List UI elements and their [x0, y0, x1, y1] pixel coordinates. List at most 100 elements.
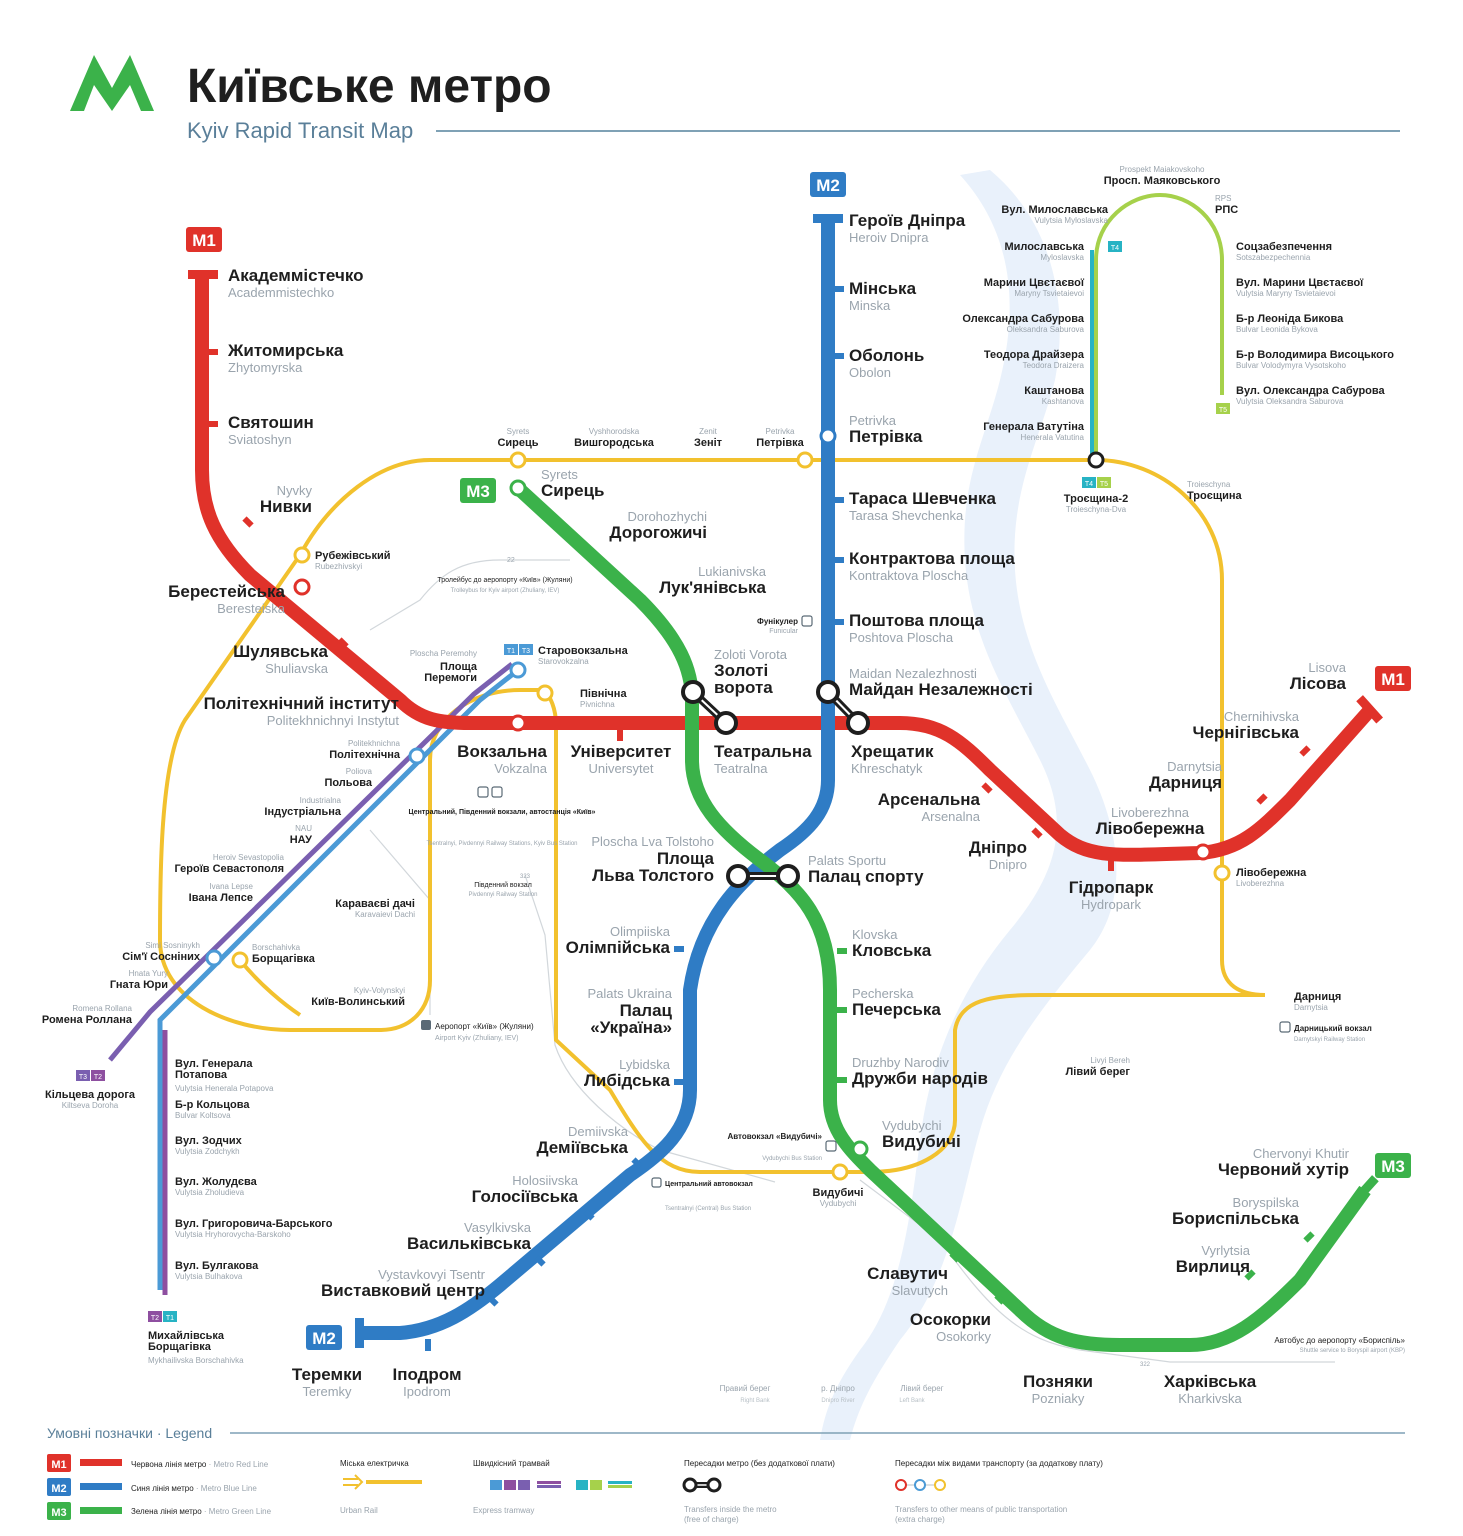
station-tick: [1108, 859, 1114, 871]
station-name-en: Heroiv Sevastopolia: [213, 853, 285, 862]
station-name: Гната Юри: [110, 979, 168, 991]
station-name-en: NAU: [295, 824, 312, 833]
station-tick: [631, 1157, 643, 1169]
station-name: Либідська: [584, 1071, 671, 1090]
station-tick: [949, 1251, 961, 1263]
station-name-en: Vulytsia Oleksandra Saburova: [1236, 397, 1344, 406]
station-name: Вул. Марини Цвєтаєвої: [1236, 277, 1364, 289]
station-name: Васильківська: [407, 1234, 532, 1253]
station-name: Героїв Дніпра: [849, 211, 966, 230]
legend-rail: Міська електричка: [340, 1459, 409, 1468]
station-name-en: Vydubychi: [882, 1118, 942, 1133]
station-name-en: Karavaievi Dachi: [355, 910, 415, 919]
station-name: Просп. Маяковського: [1104, 175, 1221, 187]
station-name-en: Pecherska: [852, 986, 914, 1001]
trolley-num: 22: [507, 557, 515, 564]
legend-m2-badge: M2: [51, 1483, 66, 1495]
station-name: Київ-Волинський: [311, 996, 405, 1008]
funicular-label: Фунікулер: [757, 617, 798, 626]
funicular-label-en: Funicular: [769, 628, 798, 635]
station-tick: [583, 1209, 595, 1221]
station-name-en: Vulytsia Zholudieva: [175, 1188, 245, 1197]
station-name: Каштанова: [1024, 385, 1085, 397]
station-tick: [617, 729, 623, 741]
interchange-circles: [205, 427, 1231, 1181]
station-name: Соцзабезпечення: [1236, 241, 1332, 253]
station-name: Позняки: [1023, 1372, 1093, 1391]
station-name: Берестейська: [168, 582, 285, 601]
station-name: Гідропарк: [1069, 878, 1154, 897]
station-name: Сирець: [541, 481, 604, 500]
station-name-en: Bulvar Leonida Bykova: [1236, 325, 1318, 334]
station-name: Мінська: [849, 279, 917, 298]
station-name-en: Lisova: [1308, 660, 1346, 675]
station-name: РПС: [1215, 204, 1238, 216]
transfer-teatralna: [714, 711, 738, 735]
station-name: Хрещатик: [851, 742, 934, 761]
station-name: Ромена Роллана: [42, 1014, 133, 1026]
station-name: Рубежівський: [315, 550, 390, 562]
station-tick: [597, 557, 609, 569]
station-name: Теремки: [292, 1365, 362, 1384]
station-name: Печерська: [852, 1000, 941, 1019]
transfer-lva-tolstoho: [726, 864, 750, 888]
station-name-en: Slavutych: [892, 1283, 948, 1298]
station-name: Олімпійська: [566, 938, 671, 957]
airport-note-en: Airport Kyiv (Zhuliany, IEV): [435, 1035, 519, 1042]
legend-tram-en: Express tramway: [473, 1506, 534, 1515]
tag-t1: T1: [507, 648, 515, 655]
dnipro-river: [820, 170, 1117, 1440]
station-name: Вул. Булгакова: [175, 1260, 259, 1272]
station-name-en: Vulytsia Henerala Potapova: [175, 1084, 274, 1093]
tag-t3b: T3: [79, 1074, 87, 1081]
station-name: Караваєві дачі: [335, 898, 415, 910]
transfer-troieschyna-2: [1087, 451, 1105, 469]
tag-t2b: T2: [151, 1315, 159, 1322]
station-name-en: Teremky: [302, 1384, 352, 1399]
m2-start-cap: [813, 214, 843, 223]
metro-logo-icon: [70, 55, 154, 111]
river-note: р. Дніпро: [821, 1384, 855, 1393]
tag-t5b: T5: [1219, 407, 1227, 414]
legend-m3-badge: M3: [51, 1507, 66, 1519]
station-name: Видубичі: [813, 1187, 864, 1199]
legend-other-en2: (extra charge): [895, 1515, 945, 1524]
station-tick: [534, 1255, 546, 1267]
station-tick: [981, 782, 993, 794]
station-name: Житомирська: [227, 341, 344, 360]
station-name: Академмістечко: [228, 266, 364, 285]
station-name-en: Maryny Tsvietaievoi: [1014, 289, 1084, 298]
legend-rail-icon: [343, 1474, 364, 1490]
station-name-en: Heroiv Dnipra: [849, 230, 929, 245]
station-name-en: Kashtanova: [1042, 397, 1085, 406]
station-name-en: Poshtova Ploscha: [849, 630, 954, 645]
station-name: Майдан Незалежності: [849, 680, 1033, 699]
station-tick: [837, 948, 847, 954]
station-name: Троєщина-2: [1064, 493, 1128, 505]
station-name-en: Myloslavska: [1040, 253, 1084, 262]
station-name: НАУ: [290, 834, 312, 846]
station-name: Голосіївська: [472, 1187, 579, 1206]
